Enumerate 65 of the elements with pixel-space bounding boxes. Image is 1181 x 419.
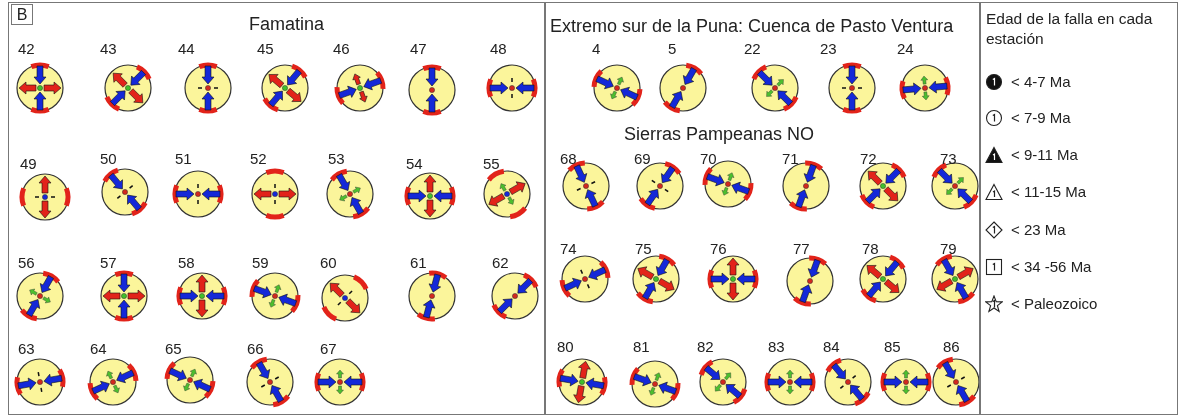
legend-label: < 4-7 Ma	[1011, 73, 1071, 91]
station-number: 44	[178, 40, 195, 57]
station-number: 68	[560, 150, 577, 167]
station-number: 43	[100, 40, 117, 57]
legend-label: < 11-15 Ma	[1011, 183, 1087, 201]
station-number: 61	[410, 254, 427, 271]
legend-label: < 34 -56 Ma	[1011, 258, 1092, 276]
station-number: 67	[320, 340, 337, 357]
station-number: 63	[18, 340, 35, 357]
station-number: 84	[823, 338, 840, 355]
station-number: 73	[940, 150, 957, 167]
station-number: 46	[333, 40, 350, 57]
legend-panel	[980, 2, 1178, 415]
station-number: 45	[257, 40, 274, 57]
station-number: 52	[250, 150, 267, 167]
station-number: 60	[320, 254, 337, 271]
station-number: 57	[100, 254, 117, 271]
legend-label: < 9-11 Ma	[1011, 146, 1078, 164]
station-number: 5	[668, 40, 677, 57]
station-number: 82	[697, 338, 714, 355]
station-number: 24	[897, 40, 914, 57]
panel-letter: B	[15, 5, 29, 24]
station-number: 42	[18, 40, 35, 57]
station-number: 66	[247, 340, 264, 357]
station-number: 62	[492, 254, 509, 271]
station-number: 64	[90, 340, 107, 357]
station-number: 72	[860, 150, 877, 167]
legend-title: Edad de la falla en cada estación	[986, 9, 1154, 49]
station-number: 74	[560, 240, 577, 257]
station-number: 77	[793, 240, 810, 257]
station-number: 70	[700, 150, 717, 167]
panel-title: Famatina	[249, 13, 325, 35]
legend-label: < 23 Ma	[1011, 221, 1066, 239]
station-number: 53	[328, 150, 345, 167]
station-number: 23	[820, 40, 837, 57]
station-number: 48	[490, 40, 507, 57]
panel-title: Extremo sur de la Puna: Cuenca de Pasto Ventura	[550, 15, 954, 37]
station-number: 4	[592, 40, 601, 57]
panel	[545, 2, 980, 415]
station-number: 59	[252, 254, 269, 271]
panel	[8, 2, 545, 415]
station-number: 55	[483, 155, 500, 172]
station-number: 50	[100, 150, 117, 167]
station-number: 54	[406, 155, 423, 172]
legend-label: < 7-9 Ma	[1011, 109, 1071, 127]
station-number: 56	[18, 254, 35, 271]
station-number: 51	[175, 150, 192, 167]
station-number: 75	[635, 240, 652, 257]
station-number: 22	[744, 40, 761, 57]
station-number: 80	[557, 338, 574, 355]
station-number: 81	[633, 338, 650, 355]
panel-title: Sierras Pampeanas NO	[624, 123, 815, 145]
station-number: 69	[634, 150, 651, 167]
station-number: 47	[410, 40, 427, 57]
station-number: 79	[940, 240, 957, 257]
station-number: 85	[884, 338, 901, 355]
station-number: 71	[782, 150, 799, 167]
station-number: 49	[20, 155, 37, 172]
station-number: 78	[862, 240, 879, 257]
station-number: 65	[165, 340, 182, 357]
legend-label: < Paleozoico	[1011, 295, 1098, 313]
station-number: 58	[178, 254, 195, 271]
station-number: 86	[943, 338, 960, 355]
station-number: 83	[768, 338, 785, 355]
station-number: 76	[710, 240, 727, 257]
